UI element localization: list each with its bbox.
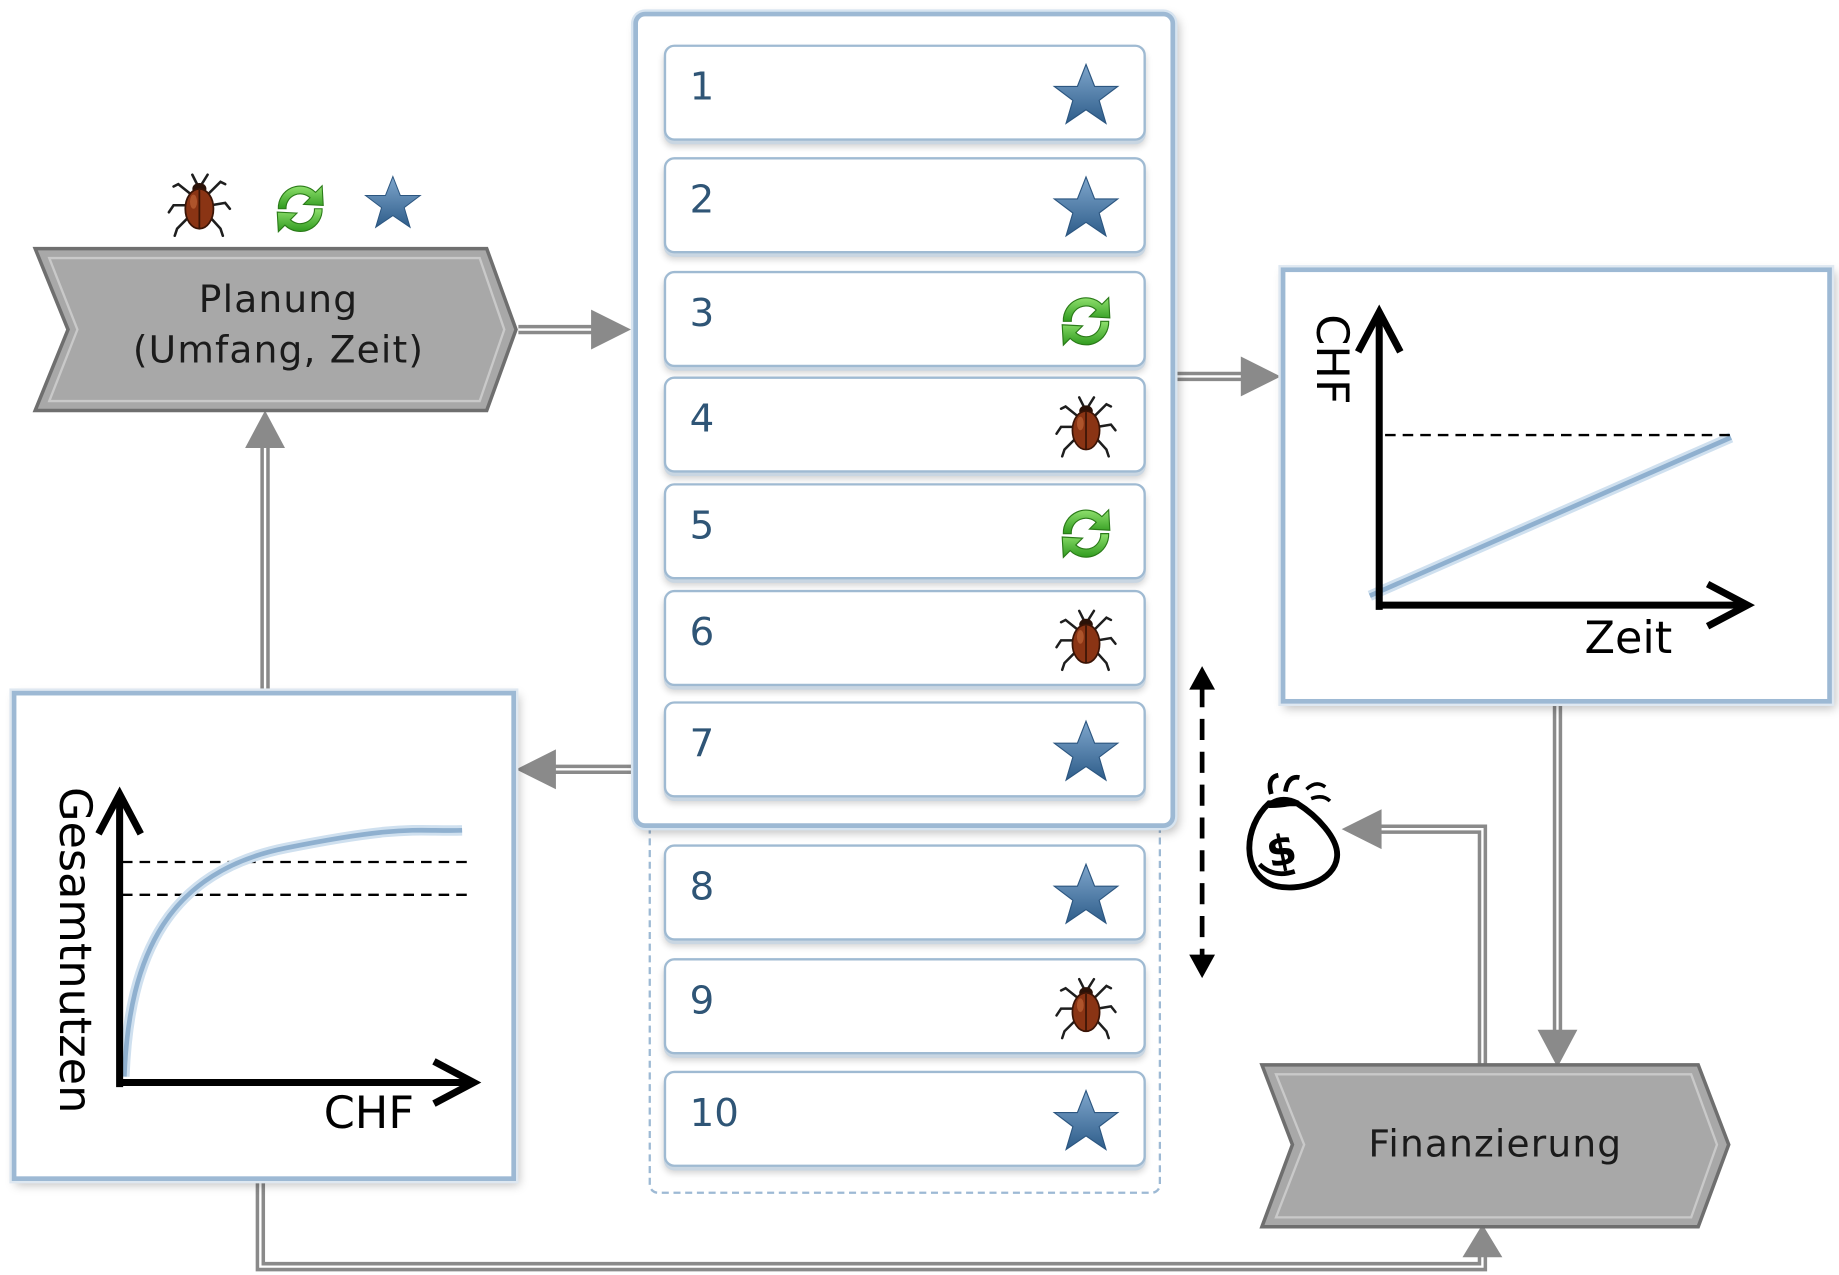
- refresh-icon: [1052, 287, 1120, 355]
- backlog-item-2: 2: [663, 157, 1146, 254]
- backlog-item-number: 1: [689, 63, 715, 110]
- benefit-chart-ylabel: Gesamtnutzen: [49, 786, 101, 1114]
- star-icon: [1052, 61, 1120, 129]
- backlog-item-5: 5: [663, 483, 1146, 580]
- cost-chart-panel: CHF Zeit: [1280, 267, 1832, 704]
- star-icon: [1052, 1087, 1120, 1155]
- money-bag-icon: $: [1246, 772, 1340, 891]
- backlog-item-number: 3: [689, 289, 715, 336]
- benefit-y-axis-arrowhead: [95, 786, 144, 836]
- cost-chart: [1354, 304, 1755, 630]
- planning-label-line2: (Umfang, Zeit): [132, 327, 425, 372]
- backlog-item-8: 8: [663, 844, 1146, 941]
- backlog-item-1: 1: [663, 44, 1146, 141]
- financing-chevron-shape: [1259, 1063, 1731, 1229]
- backlog-item-number: 10: [689, 1089, 739, 1136]
- refresh-icon: [267, 176, 333, 242]
- backlog-item-4: 4: [663, 376, 1146, 473]
- bug-icon: [1052, 606, 1120, 674]
- benefit-x-axis-arrowhead: [432, 1058, 482, 1107]
- x-axis-arrowhead: [1705, 580, 1755, 630]
- arrow-cost-chart-to-financing: [1537, 700, 1578, 1068]
- star-icon: [1052, 861, 1120, 929]
- bug-icon: [1052, 975, 1120, 1043]
- arrow-backlog-to-benefit-chart: [516, 749, 631, 790]
- bug-icon: [1052, 393, 1120, 461]
- arrow-financing-to-money-bag: [1341, 809, 1488, 1068]
- backlog-item-10: 10: [663, 1070, 1146, 1167]
- backlog-overflow-frame: [648, 820, 1162, 1194]
- refresh-icon: [1052, 500, 1120, 568]
- backlog-item-number: 9: [689, 976, 715, 1023]
- planning-label-line1: Planung: [198, 276, 359, 322]
- backlog-item-number: 5: [689, 501, 715, 548]
- star-icon: [1052, 174, 1120, 242]
- backlog-item-number: 6: [689, 608, 715, 655]
- star-icon: [1052, 718, 1120, 786]
- cost-line: [1368, 435, 1732, 598]
- backlog-item-9: 9: [663, 958, 1146, 1055]
- benefit-chart: [95, 786, 482, 1107]
- benefit-chart-xlabel: CHF: [323, 1087, 414, 1139]
- benefit-curve: [121, 827, 463, 1077]
- backlog-item-3: 3: [663, 270, 1146, 368]
- planning-label: Planung (Umfang, Zeit): [70, 274, 486, 375]
- arrow-benefit-to-financing: [255, 1182, 1503, 1272]
- backlog-item-number: 2: [689, 175, 715, 222]
- backlog-item-number: 7: [689, 720, 715, 766]
- backlog-item-7: 7: [663, 701, 1146, 798]
- financing-label: Finanzierung: [1368, 1121, 1623, 1166]
- dashed-double-arrow: [1189, 666, 1216, 979]
- cost-chart-ylabel: CHF: [1306, 314, 1359, 405]
- bug-icon: [164, 170, 234, 240]
- arrow-benefit-to-planning: [245, 410, 285, 692]
- arrow-backlog-to-cost-chart: [1177, 356, 1281, 397]
- star-icon: [361, 174, 424, 233]
- backlog-item-6: 6: [663, 589, 1146, 687]
- benefit-chart-panel: Gesamtnutzen CHF: [11, 690, 517, 1182]
- backlog-item-number: 4: [689, 395, 715, 441]
- backlog-item-number: 8: [689, 863, 715, 909]
- planning-chevron-shape: [32, 246, 518, 413]
- y-axis-arrowhead: [1354, 304, 1404, 354]
- arrow-planning-to-backlog: [518, 309, 631, 350]
- benefit-curve-halo: [119, 824, 463, 1077]
- cost-chart-xlabel: Zeit: [1584, 612, 1673, 664]
